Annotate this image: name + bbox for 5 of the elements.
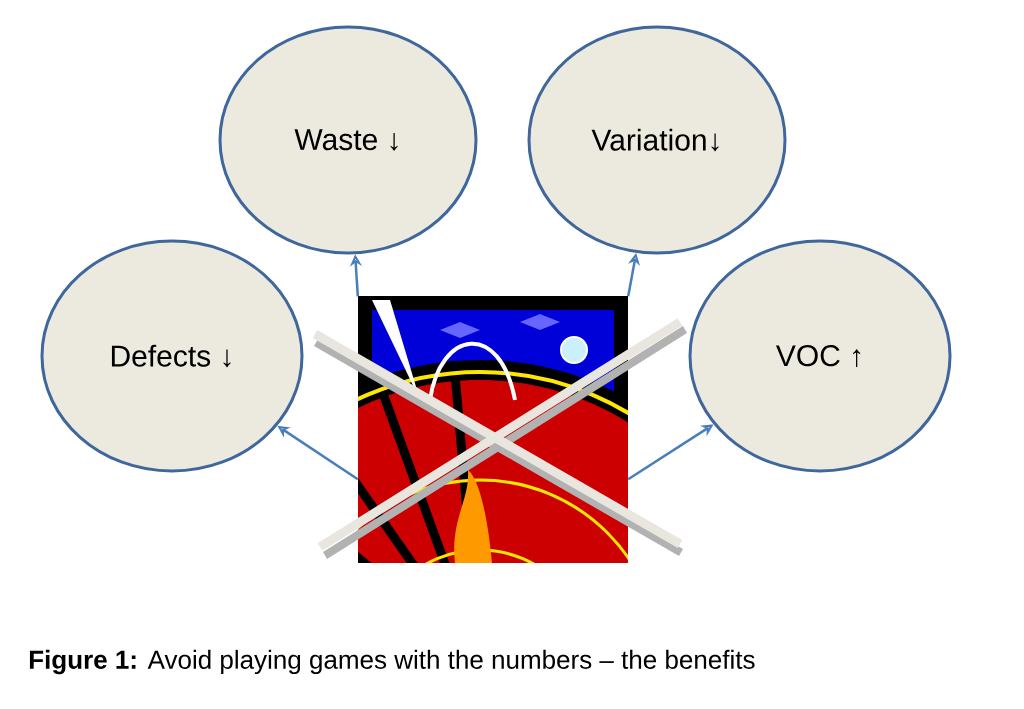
ellipse-node: Variation↓ xyxy=(527,25,787,255)
ellipse-node: Defects ↓ xyxy=(40,239,304,473)
ellipse-node: VOC ↑ xyxy=(688,239,952,473)
figure-caption: Figure 1: Avoid playing games with the numbers – the benefits xyxy=(29,649,755,675)
ellipse-node: Waste ↓ xyxy=(218,25,478,255)
